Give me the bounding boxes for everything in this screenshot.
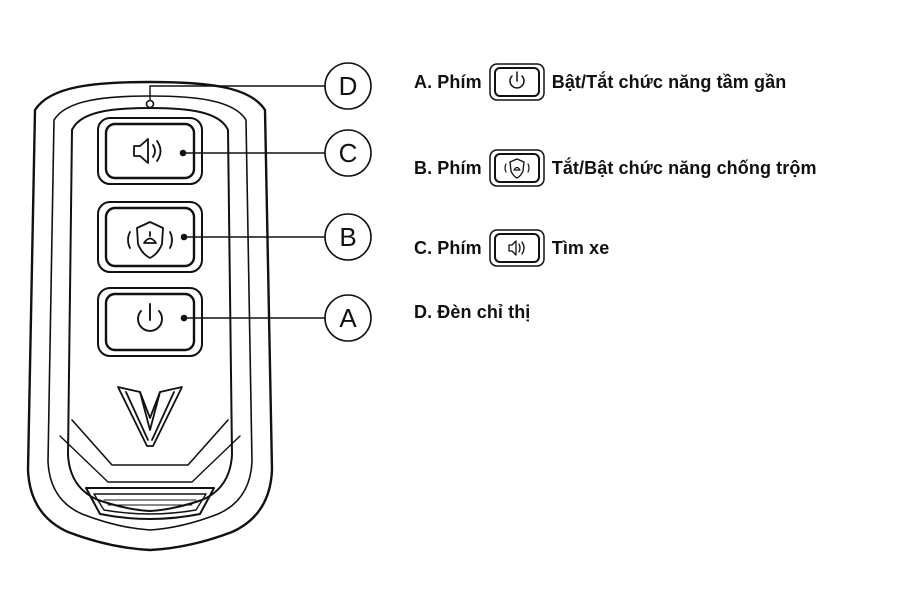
legend-item-c: C. Phím Tìm xe	[414, 226, 609, 270]
svg-text:A: A	[339, 303, 357, 333]
callout-d: D	[324, 62, 372, 110]
legend-description: Tắt/Bật chức năng chống trộm	[551, 157, 817, 178]
legend-item-b: B. Phím Tắt/Bật chức năng chống trộm	[414, 146, 817, 190]
fob-lower-groove	[59, 435, 241, 483]
legend-description: Bật/Tắt chức năng tầm gần	[551, 71, 787, 92]
legend-prefix: A. Phím	[414, 71, 482, 92]
key-fob	[26, 80, 274, 552]
lanyard-slot	[85, 487, 215, 520]
power-button[interactable]	[97, 287, 203, 357]
indicator-light	[145, 99, 155, 109]
speaker-button[interactable]	[97, 117, 203, 185]
power-icon	[488, 63, 545, 101]
fob-outer-shell	[26, 80, 274, 552]
legend-item-d: D. Đèn chỉ thị	[414, 302, 530, 323]
leader-lines	[149, 85, 325, 322]
legend-prefix: B. Phím	[414, 157, 482, 178]
callout-a: A	[324, 294, 372, 342]
legend-description: Tìm xe	[551, 237, 610, 258]
callout-b: B	[324, 213, 372, 261]
speaker-icon	[133, 138, 162, 164]
svg-text:B: B	[339, 222, 356, 252]
legend-prefix: C. Phím	[414, 237, 482, 258]
legend-item-a: A. Phím Bật/Tắt chức năng tầm gần	[414, 60, 786, 104]
anti-theft-shield-icon	[488, 149, 545, 187]
legend-description: D. Đèn chỉ thị	[414, 302, 531, 322]
callout-c: C	[324, 129, 372, 177]
power-icon	[137, 303, 163, 332]
anti-theft-shield-icon	[127, 221, 173, 259]
fob-face-panel	[67, 107, 233, 512]
svg-text:D: D	[339, 71, 358, 101]
fob-inner-rim	[47, 95, 253, 531]
fob-lower-bevel	[71, 419, 229, 466]
brand-v-logo-icon	[117, 386, 183, 447]
speaker-icon	[488, 229, 545, 267]
svg-text:C: C	[339, 138, 358, 168]
